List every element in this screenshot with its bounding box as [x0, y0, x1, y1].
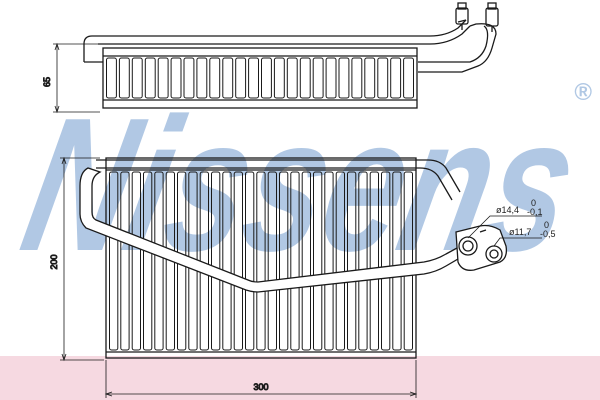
- front-view-fin: [267, 171, 278, 351]
- front-view-fin: [347, 171, 357, 351]
- top-view-fin: [170, 57, 182, 99]
- front-view-fin: [120, 171, 130, 351]
- front-view-core: [105, 157, 417, 359]
- front-view-fin: [233, 171, 243, 351]
- front-view: [79, 157, 508, 359]
- front-view-fin: [256, 171, 266, 351]
- front-view-fin: [392, 171, 402, 351]
- front-view-fin: [324, 171, 334, 351]
- top-view-fins: [106, 57, 415, 99]
- top-view-fin: [403, 57, 415, 99]
- front-view-fin: [381, 171, 391, 351]
- dimension-top-height-label: 65: [42, 77, 52, 87]
- top-view-fin: [312, 57, 324, 99]
- top-view-fin: [273, 57, 285, 99]
- top-view-fin: [235, 57, 247, 99]
- pipe-outer-diameter: ø14,4: [496, 205, 519, 215]
- pipe-outer-tolerance-lower: -0,1: [527, 207, 543, 217]
- dimension-top-height: [53, 42, 100, 114]
- top-view-pipe-bend: [418, 19, 497, 73]
- dimension-width: [104, 360, 418, 398]
- top-view-fin: [377, 57, 389, 99]
- front-view-fin: [301, 171, 312, 351]
- front-view-fin: [143, 171, 153, 351]
- front-view-fin: [279, 171, 289, 351]
- top-view-fin: [286, 57, 298, 99]
- top-view-fittings: [455, 2, 499, 32]
- watermark-text: Nissens: [8, 78, 593, 291]
- front-view-fin: [403, 171, 414, 351]
- front-view-fin: [131, 171, 141, 351]
- top-view-fin: [248, 57, 260, 99]
- top-view-fin: [261, 57, 272, 99]
- top-view-fin: [299, 57, 311, 99]
- front-view-flange: [455, 224, 508, 271]
- top-view-core: [102, 47, 418, 109]
- nissens-watermark-logo: Nissens ®: [8, 78, 593, 291]
- top-view-fin: [351, 57, 363, 99]
- front-view-fin: [290, 171, 300, 351]
- pipe-diameter-leaders: [467, 215, 542, 247]
- front-view-fin: [313, 171, 323, 351]
- pipe-inner-tolerance-upper: 0: [544, 220, 549, 230]
- top-view-fin: [183, 57, 195, 99]
- top-view-fin: [390, 57, 402, 99]
- top-view: [83, 2, 499, 109]
- front-view-fin: [358, 171, 368, 351]
- front-view-fin: [335, 171, 346, 351]
- registered-mark: ®: [574, 79, 592, 106]
- front-view-header-tube: [96, 159, 461, 201]
- top-view-fin: [325, 57, 337, 99]
- front-view-fin: [211, 171, 221, 351]
- top-view-fin: [209, 57, 221, 99]
- front-view-fin: [369, 171, 380, 351]
- pipe-outer-tolerance-upper: 0: [531, 198, 536, 208]
- front-view-fin: [245, 171, 255, 351]
- top-view-fin: [131, 57, 143, 99]
- dimension-width-label: 300: [253, 382, 268, 392]
- watermark-band: [0, 356, 600, 400]
- top-view-fin: [222, 57, 234, 99]
- top-view-fin: [196, 57, 208, 99]
- dimension-front-height: [60, 156, 104, 362]
- top-view-fin: [106, 57, 117, 99]
- top-view-fin: [338, 57, 350, 99]
- top-view-fin: [144, 57, 156, 99]
- pipe-inner-diameter: ø11,7: [509, 227, 531, 237]
- dimension-front-height-label: 200: [49, 254, 59, 269]
- top-view-fin: [157, 57, 169, 99]
- front-view-fin: [222, 171, 232, 351]
- front-view-fin: [154, 171, 164, 351]
- top-view-fin: [364, 57, 376, 99]
- top-view-header-tube: [83, 19, 471, 63]
- top-view-fin: [118, 57, 130, 99]
- front-view-fin: [109, 171, 119, 351]
- pipe-inner-tolerance-lower: -0,5: [540, 229, 556, 239]
